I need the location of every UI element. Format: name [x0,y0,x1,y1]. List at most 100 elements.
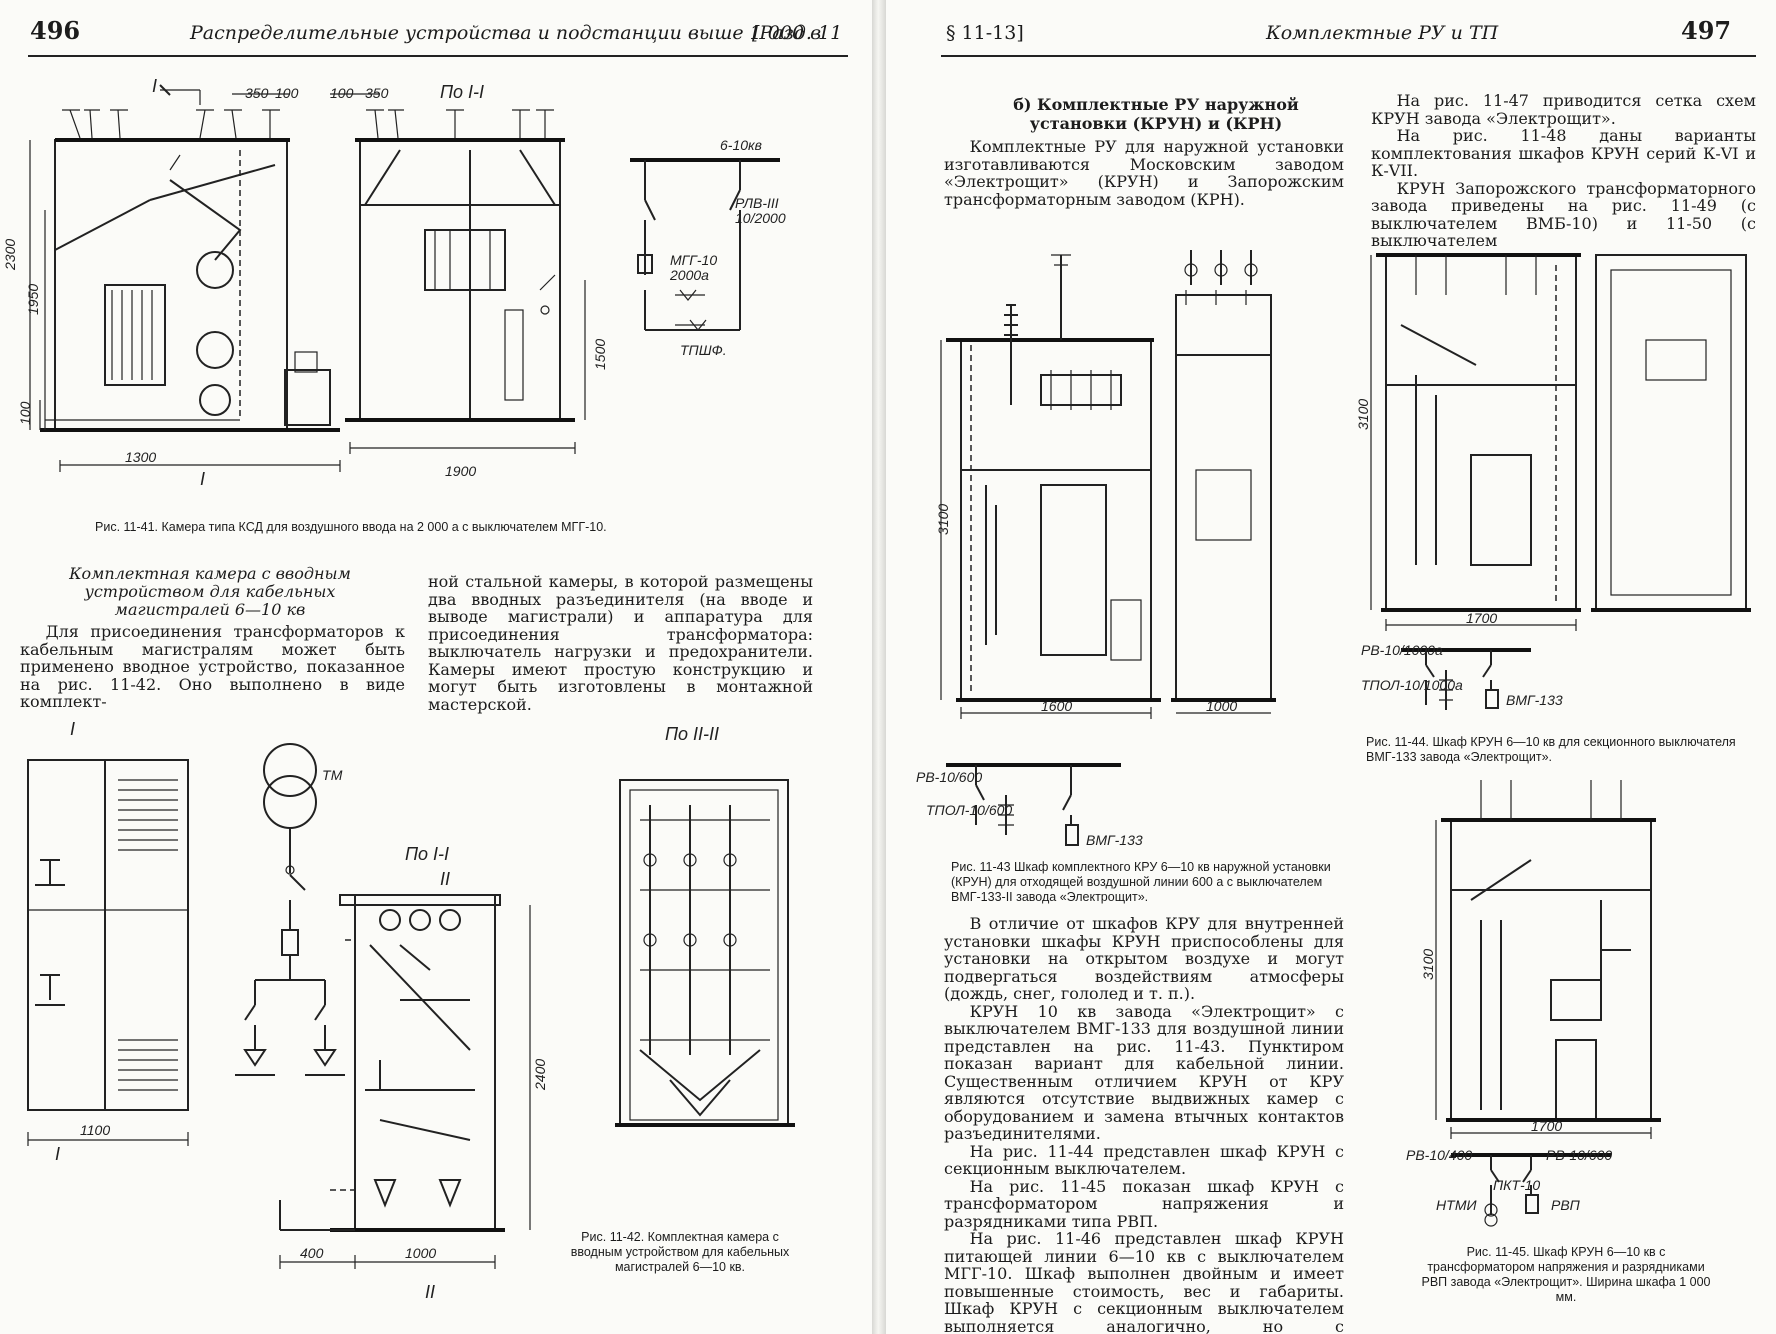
dim-1100: 1100 [80,1122,110,1138]
figure-11-44: 3100 1700 РВ-10/1000а ТПОЛ-10/1000а ВМГ-… [1355,253,1751,710]
krun-section-drawing [940,254,1161,719]
figure-11-42-caption: Рис. 11-42. Комплектная камера с вводным… [570,1230,790,1274]
scheme-voltage-label: 6-10кв [720,137,762,153]
section-mark-II-top: II [440,869,450,889]
figure-11-45-caption: Рис. 11-45. Шкаф КРУН 6—10 кв с трансфор… [1421,1245,1711,1304]
page-number: 496 [30,16,81,45]
dim-350: 350 [245,85,269,101]
section-mark-I-42-bottom: I [55,1144,60,1164]
dim-2400: 2400 [532,1059,548,1091]
dim-100-left-section: 100 [330,85,354,101]
section-label-po-II-II: По II-II [665,724,719,744]
section-reference: [Разд. 11 [752,22,843,44]
dim-1000: 1000 [405,1245,436,1261]
subsection-title: б) Комплектные РУ наружной установки (КР… [1013,95,1299,133]
paragraph: Для присоединения трансформаторов к кабе… [20,622,405,711]
section-reference: § 11-13] [946,22,1024,44]
scheme-rv600-label: РВ-10/600 [1546,1147,1612,1163]
ksd-elevation-drawing [29,84,341,472]
page-number: 497 [1681,16,1732,45]
section-label-po-I-I: По I-I [440,82,484,102]
chamber-section-II-II [615,779,795,1127]
scheme-vmg-label: ВМГ-133 [1086,832,1143,848]
chamber-front-view [27,759,189,1146]
scheme-breaker-current: 2000а [669,267,709,283]
krun-vt-scheme [1451,1153,1611,1227]
section-label-po-I-I-42: По I-I [405,844,449,864]
krun-vt-drawing [1435,780,1661,1139]
body-text: В отличие от шкафов КРУ для внутренней у… [944,915,1344,1334]
paragraph: КРУН 10 кв завода «Электрощит» с выключа… [944,1001,1344,1143]
figure-11-43-caption: Рис. 11-43 Шкаф комплектного КРУ 6—10 кв… [951,860,1331,904]
dim-1000: 1000 [1206,698,1237,714]
section-mark-II-bottom: II [425,1282,435,1302]
running-head: Распределительные устройства и подстанци… [190,22,822,44]
dim-3100: 3100 [1420,949,1436,980]
krun-one-line-scheme [946,763,1121,846]
figure-11-41-caption: Рис. 11-41. Камера типа КСД для воздушно… [95,520,607,534]
figure-11-42: I 1100 I ТМ По I-I II [27,719,795,1302]
dim-1300: 1300 [125,449,156,465]
right-col-paragraphs: На рис. 11-47 приводится сетка схем КРУН… [1371,92,1756,250]
transformer-label: ТМ [322,767,343,783]
book-gutter [872,0,886,1334]
scheme-rv400-label: РВ-10/400 [1406,1147,1472,1163]
paragraph: На рис. 11-46 представлен шкаф КРУН пита… [944,1229,1344,1334]
figure-11-44-caption: Рис. 11-44. Шкаф КРУН 6—10 кв для секцио… [1366,735,1736,764]
header-rule [28,55,848,57]
dim-1500: 1500 [592,339,608,370]
dim-2300: 2300 [2,239,18,271]
dim-1950: 1950 [25,284,41,315]
paragraph: На рис. 11-48 даны варианты комплектован… [1371,126,1756,180]
left-page: 496 Распределительные устройства и подст… [0,0,872,1334]
figure-11-43: 3100 1600 1000 РВ-10/600 ТПОЛ-10/600 ВМГ… [916,250,1276,848]
chamber-scheme [235,743,345,1076]
dim-1600: 1600 [1041,698,1072,714]
scheme-disconnector-rating: 10/2000 [735,210,786,226]
scheme-fuse-label: ТПШФ. [680,342,727,358]
section-mark-I-top: I [152,76,157,96]
right-page: § 11-13] Комплектные РУ и ТП 497 б) Комп… [886,0,1776,1334]
ksd-one-line-scheme [630,158,780,331]
section-mark-I-bottom: I [200,469,205,489]
figure-11-45: 3100 1700 РВ-10/400 РВ-10/600 ПКТ-10 НТМ… [1406,780,1661,1227]
paragraph: На рис. 11-44 представлен шкаф КРУН с се… [944,1141,1344,1178]
paragraph: Комплектные РУ для наружной установки из… [944,137,1344,209]
paragraph: На рис. 11-45 показан шкаф КРУН с трансф… [944,1176,1344,1231]
figure-11-41: I 350 100 2300 1950 100 1300 I 100 3 [2,76,786,489]
scheme-ntmi-label: НТМИ [1436,1197,1477,1213]
krun-sectional-scheme [1401,648,1531,710]
scheme-tpol-label: ТПОЛ-10/600 [926,802,1012,818]
paragraph: В отличие от шкафов КРУ для внутренней у… [944,914,1344,1003]
krun-front-view [1171,250,1276,714]
dim-1700: 1700 [1531,1118,1562,1134]
section-mark-I-42-top: I [70,719,75,739]
dim-1900: 1900 [445,463,476,479]
scheme-pkt-label: ПКТ-10 [1493,1177,1540,1193]
dim-400: 400 [300,1245,324,1261]
paragraph: КРУН Запорожского трансформаторного заво… [1371,178,1756,250]
ksd-section-drawing [330,93,586,454]
paragraph-col2: ной стальной камеры, в которой размещены… [428,573,813,713]
scheme-rv-label: РВ-10/1000а [1361,642,1443,658]
paragraph: ной стальной камеры, в которой размещены… [428,572,813,714]
scheme-rvp-label: РВП [1551,1197,1581,1213]
dim-3100: 3100 [935,504,951,535]
scheme-rv-label: РВ-10/600 [916,769,982,785]
intro-paragraph: Комплектные РУ для наружной установки из… [944,138,1344,208]
dim-100-bottom: 100 [17,401,33,425]
scheme-tpol-label: ТПОЛ-10/1000а [1361,677,1463,693]
section-title: Комплектная камера с вводным устройством… [69,564,351,619]
krun-sectional-front-view [1591,254,1751,612]
chamber-section-I-I [279,894,531,1269]
running-head: Комплектные РУ и ТП [1266,22,1499,44]
dim-350-section: 350 [365,85,389,101]
scheme-disconnector-label: РЛВ-III [735,195,779,211]
krun-sectional-breaker-drawing [1370,253,1581,631]
dim-3100: 3100 [1355,399,1371,430]
paragraph-col1: Для присоединения трансформаторов к кабе… [20,623,405,711]
scheme-breaker-label: МГГ-10 [670,252,717,268]
scheme-vmg-label: ВМГ-133 [1506,692,1563,708]
dim-100: 100 [275,85,299,101]
dim-1700: 1700 [1466,610,1497,626]
